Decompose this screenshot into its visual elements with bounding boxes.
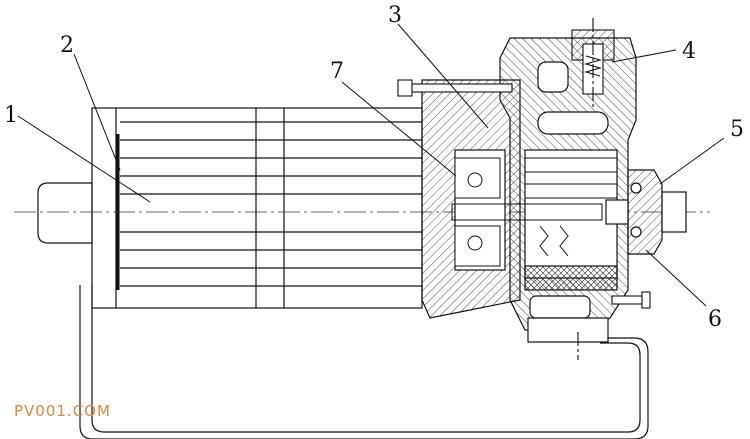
flange — [421, 79, 521, 319]
callout-label-7: 7 — [330, 59, 344, 84]
callout-label-3: 3 — [388, 3, 402, 28]
callout-label-5: 5 — [730, 117, 744, 142]
leader-lines — [17, 23, 725, 307]
relief-valve — [571, 18, 615, 360]
rotor-assembly — [451, 157, 618, 267]
motor-shaft — [37, 182, 93, 244]
callout-label-4: 4 — [682, 39, 696, 64]
callout-label-6: 6 — [708, 307, 722, 332]
bolts — [397, 79, 651, 309]
motor-body — [91, 107, 423, 309]
callout-label-2: 2 — [60, 33, 74, 58]
callout-label-1: 1 — [4, 103, 18, 128]
watermark: PV001.COM — [14, 402, 111, 420]
end-cap — [605, 169, 687, 255]
base-frame — [79, 285, 649, 439]
